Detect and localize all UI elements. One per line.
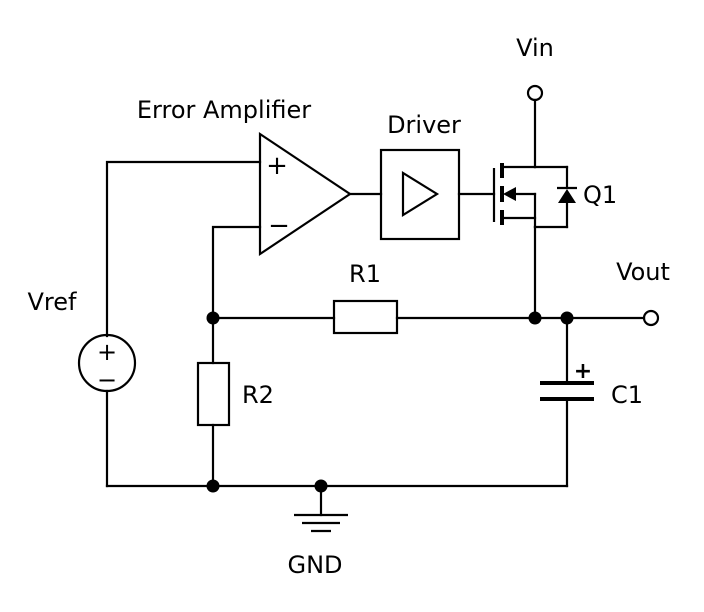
vin-label: Vin (516, 34, 554, 62)
r1-resistor (332, 299, 399, 335)
ground-icon (294, 484, 348, 533)
r2-label: R2 (242, 381, 274, 409)
vout-label: Vout (616, 258, 670, 286)
q1-label: Q1 (583, 181, 617, 209)
vref-to-plus-wire (105, 160, 262, 338)
c1-polarity-sign: + (574, 359, 592, 384)
driver-block (379, 148, 461, 241)
gnd-label: GND (287, 551, 342, 579)
vref-minus-sign: − (97, 366, 117, 394)
c1-label: C1 (611, 381, 643, 409)
error-amplifier-label: Error Amplifier (137, 96, 311, 124)
vref-label: Vref (28, 288, 78, 316)
r2-resistor (196, 361, 231, 427)
c1-capacitor: + (540, 359, 594, 401)
vref-source: + − (77, 333, 137, 394)
feedback-wire (211, 225, 262, 320)
r1-label: R1 (349, 260, 381, 288)
error-amplifier: + − (258, 131, 352, 257)
junction-dot (528, 311, 542, 325)
junction-dot (206, 479, 220, 493)
vref-plus-sign: + (97, 338, 117, 366)
op-amp-plus-sign: + (266, 151, 288, 181)
driver-label: Driver (387, 111, 461, 139)
vin-terminal (526, 84, 544, 169)
op-amp-minus-sign: − (268, 211, 290, 241)
vout-terminal (642, 309, 660, 327)
q1-mosfet (492, 163, 577, 229)
